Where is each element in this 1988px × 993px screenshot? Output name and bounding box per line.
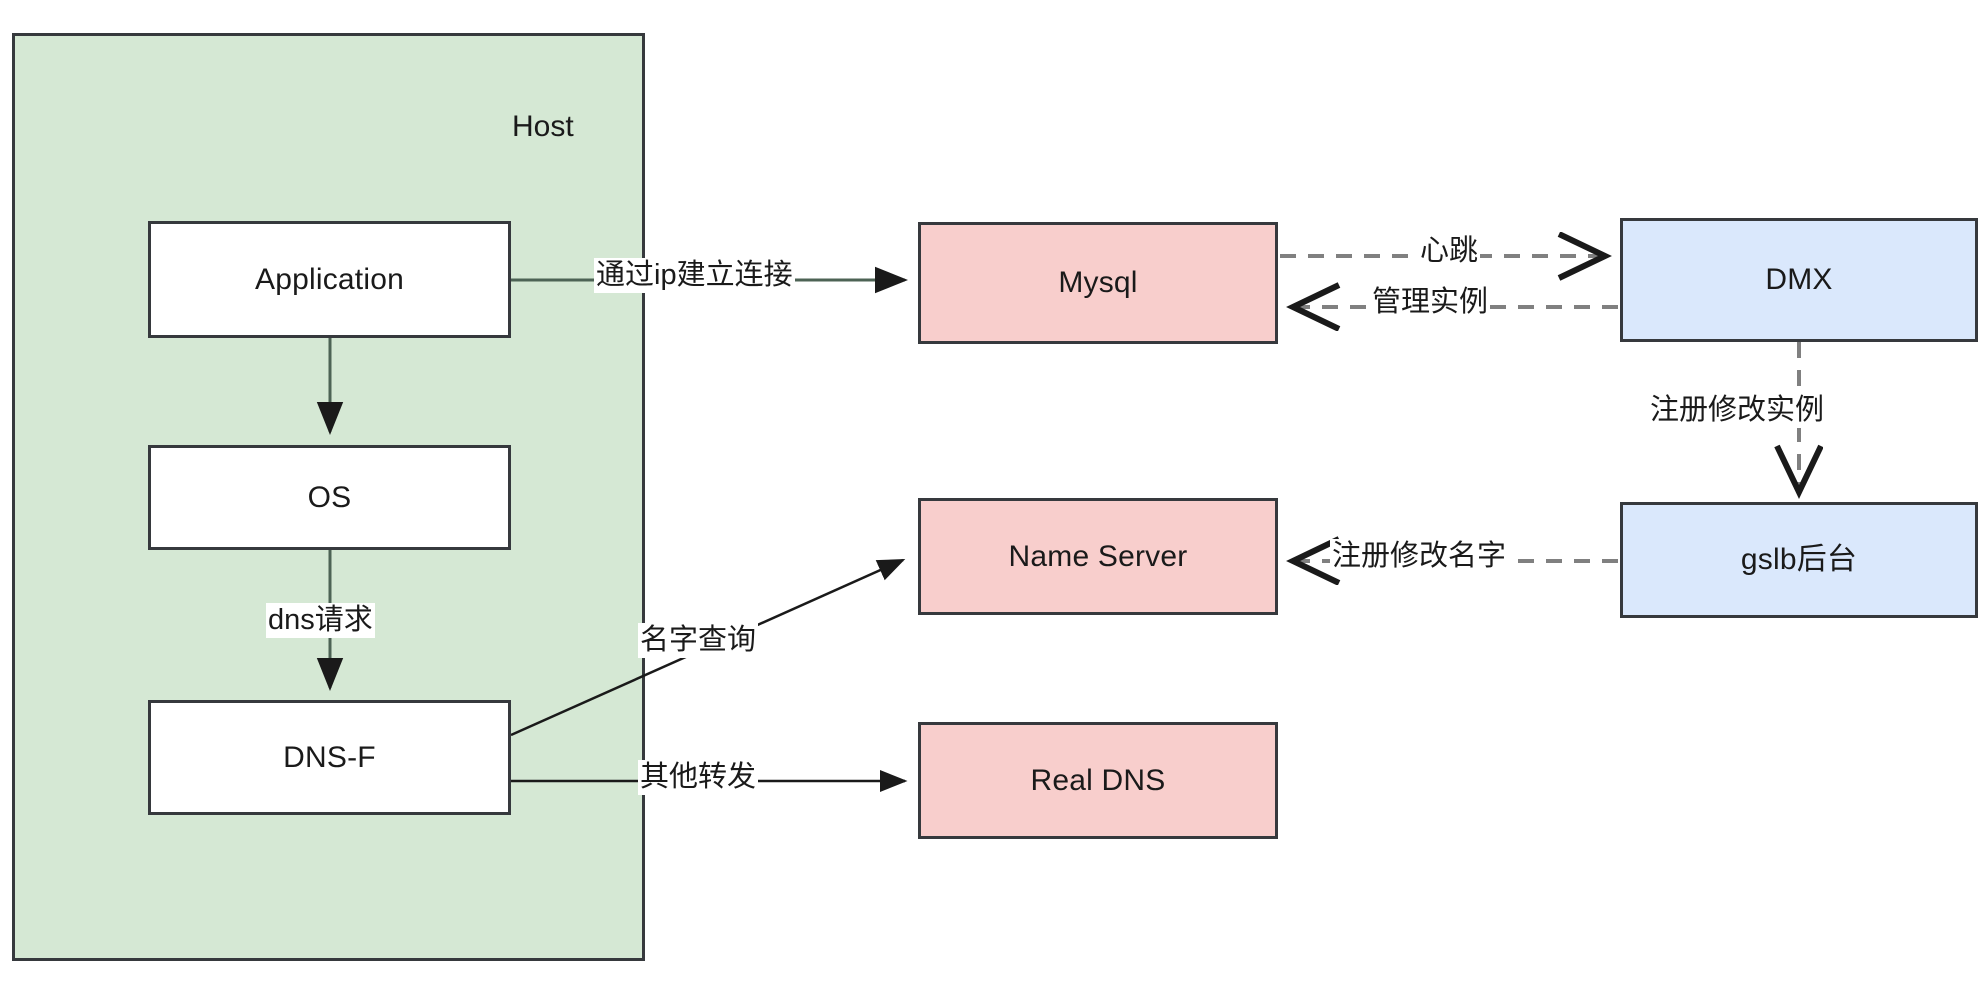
container-host-label: Host: [512, 110, 574, 143]
node-os[interactable]: OS: [148, 445, 511, 550]
edge-label-dnsf-to-nameserver: 名字查询: [638, 623, 759, 659]
node-real-dns[interactable]: Real DNS: [918, 722, 1278, 839]
edge-label-dmx-to-gslb: 注册修改实例: [1648, 393, 1827, 429]
node-mysql-label: Mysql: [1058, 266, 1138, 299]
node-dns-f[interactable]: DNS-F: [148, 700, 511, 815]
node-name-server[interactable]: Name Server: [918, 498, 1278, 615]
edge-label-mysql-to-dmx: 心跳: [1418, 234, 1481, 270]
node-mysql[interactable]: Mysql: [918, 222, 1278, 344]
edge-label-dmx-to-mysql: 管理实例: [1370, 285, 1491, 321]
edge-label-gslb-to-nameserver: 注册修改名字: [1330, 539, 1509, 575]
node-os-label: OS: [307, 480, 352, 514]
node-gslb[interactable]: gslb后台: [1620, 502, 1978, 618]
node-name-server-label: Name Server: [1008, 539, 1188, 573]
node-dns-f-label: DNS-F: [283, 740, 376, 774]
node-dmx-label: DMX: [1765, 263, 1833, 296]
edge-label-dnsf-to-realdns: 其他转发: [638, 760, 759, 796]
node-application[interactable]: Application: [148, 221, 511, 338]
edge-label-app-to-mysql: 通过ip建立连接: [594, 258, 795, 294]
node-gslb-label: gslb后台: [1740, 543, 1858, 576]
node-dmx[interactable]: DMX: [1620, 218, 1978, 342]
edge-label-os-to-dnsf: dns请求: [266, 603, 375, 639]
node-application-label: Application: [255, 262, 404, 296]
node-real-dns-label: Real DNS: [1030, 763, 1166, 797]
